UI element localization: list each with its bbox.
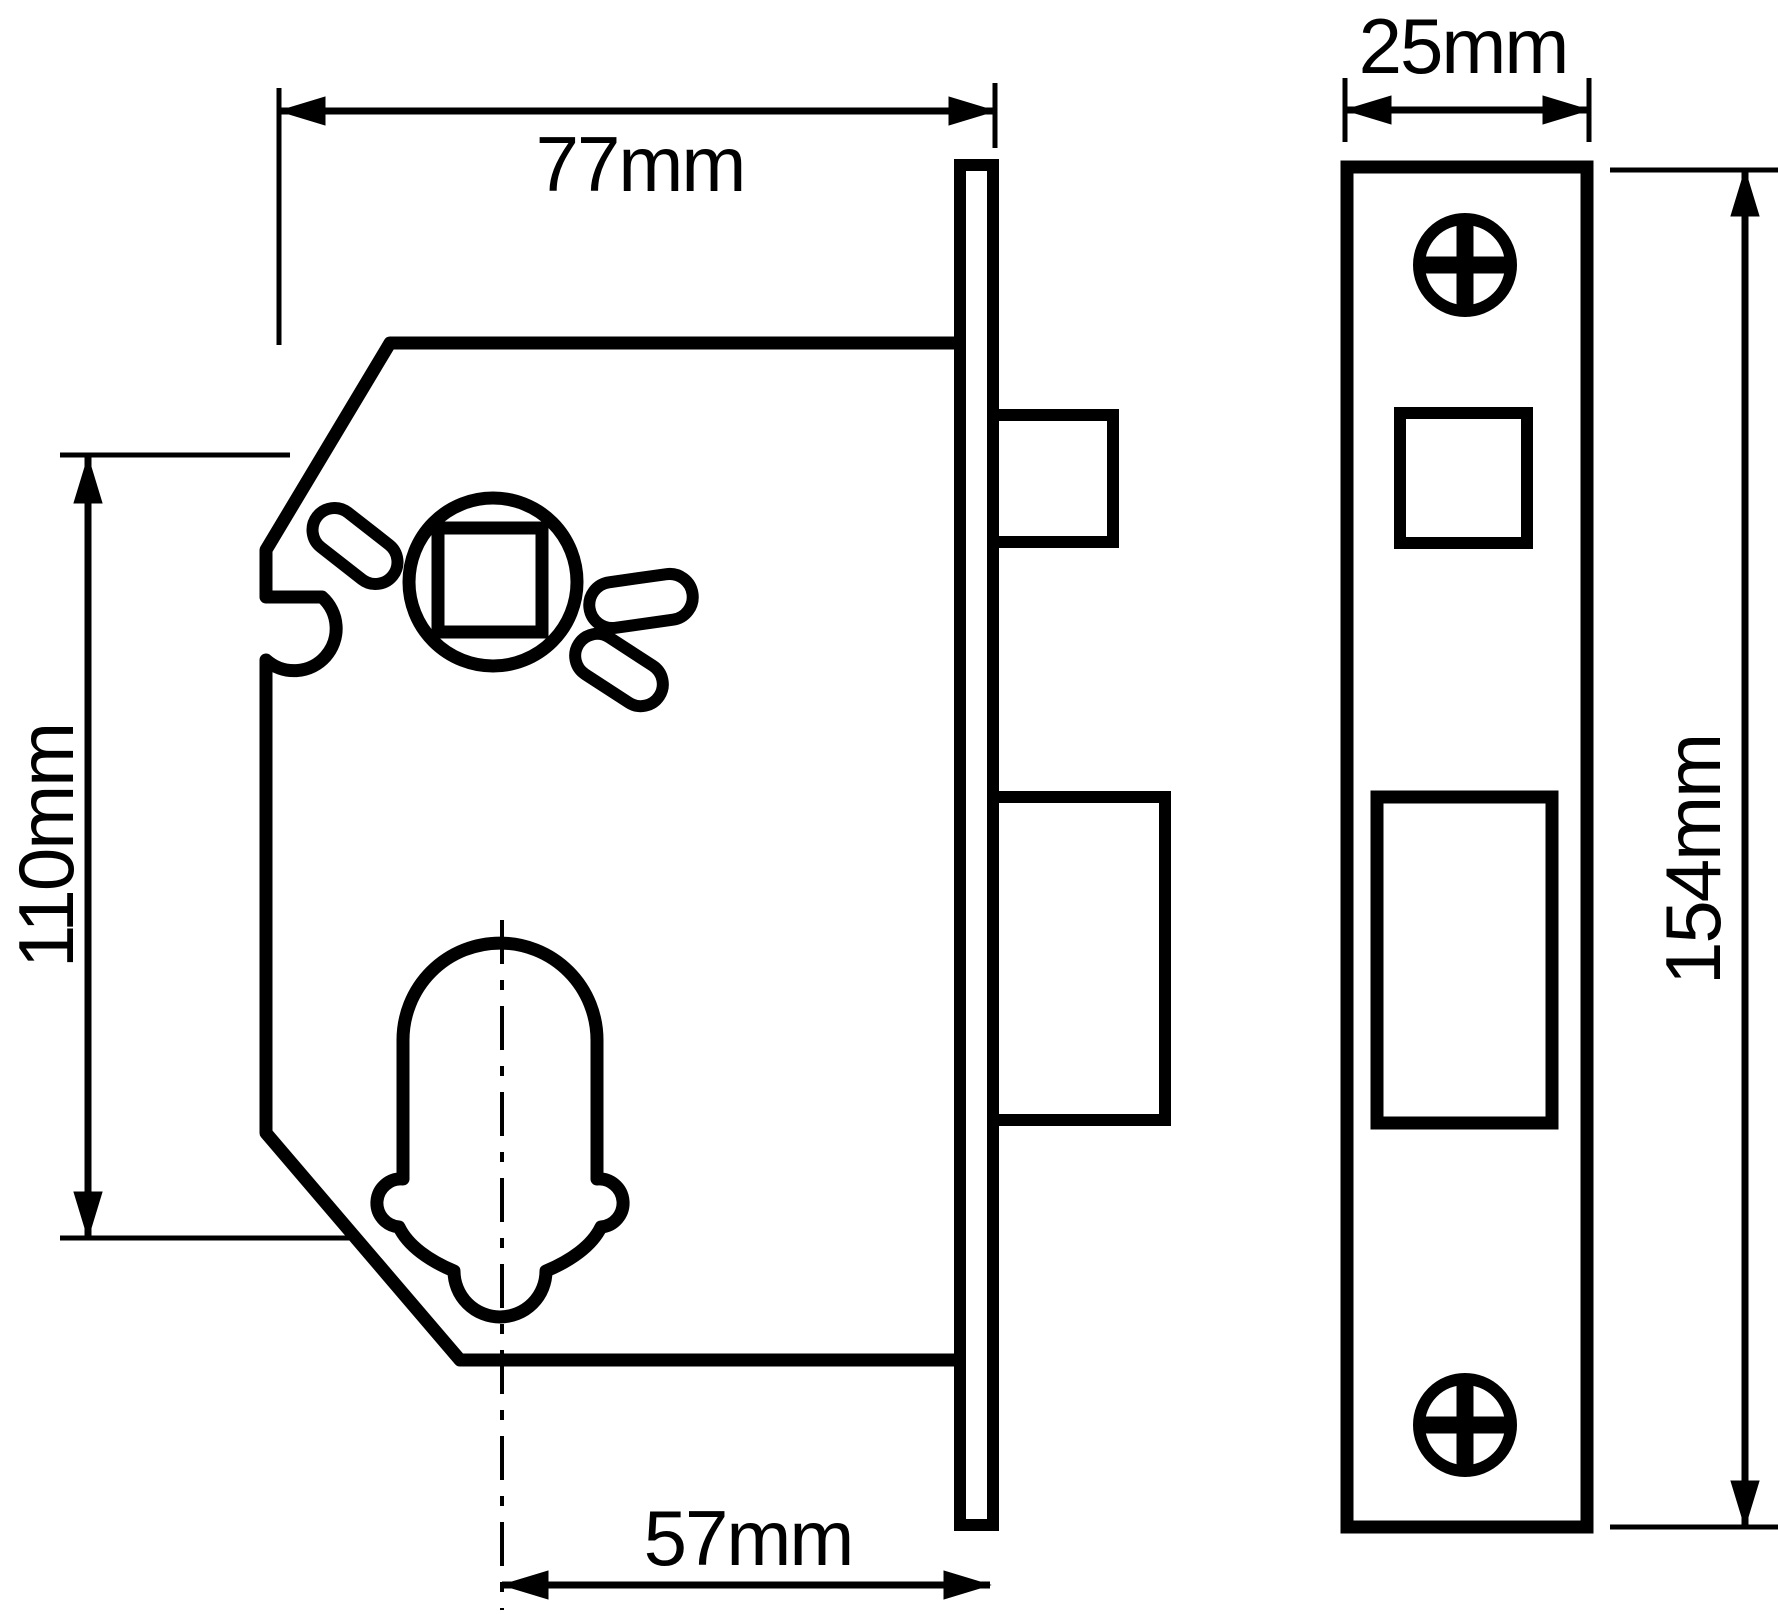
lock-case-body-outline	[259, 336, 960, 1367]
phillips-screw-bottom-icon	[1413, 1373, 1517, 1477]
arrowhead-down-icon	[73, 1191, 103, 1240]
side-view	[259, 159, 1171, 1610]
spindle-square-hole	[431, 521, 549, 639]
spindle-follower-circle	[402, 491, 584, 673]
deadbolt-rect-cutout	[1370, 790, 1559, 1130]
arrowhead-right-icon	[943, 1570, 992, 1600]
dim-label-case-width: 77mm	[535, 120, 747, 208]
front-view	[1340, 160, 1594, 1534]
arrowhead-right-icon	[948, 96, 997, 126]
dim-label-faceplate-height: 154mm	[1649, 734, 1737, 986]
dim-label-faceplate-width: 25mm	[1358, 2, 1570, 90]
phillips-screw-top-icon	[1413, 213, 1517, 317]
arrowhead-up-icon	[73, 455, 103, 504]
dim-case-height	[60, 452, 357, 1241]
dim-case-width	[276, 83, 998, 345]
arrowhead-left-icon	[277, 96, 326, 126]
keyhole-bell-cutout	[370, 936, 630, 1324]
dim-label-backset: 57mm	[643, 1494, 855, 1582]
dim-backset	[500, 1570, 992, 1600]
arrowhead-up-icon	[1730, 168, 1760, 217]
latch-bolt	[987, 409, 1119, 548]
dim-faceplate-height	[1610, 167, 1778, 1530]
dim-faceplate-width	[1342, 78, 1592, 142]
deadbolt	[987, 791, 1171, 1126]
arrowhead-left-icon	[1343, 95, 1392, 125]
latch-square-cutout	[1394, 407, 1533, 549]
fixing-slot-upper-left-icon	[306, 501, 404, 591]
arrowhead-left-icon	[500, 1570, 549, 1600]
dimension-linework	[60, 78, 1778, 1600]
fixing-slot-lower-right-icon	[569, 627, 669, 713]
arrowhead-right-icon	[1542, 95, 1591, 125]
dim-label-case-height: 110mm	[2, 723, 90, 969]
arrowhead-down-icon	[1730, 1480, 1760, 1529]
fixing-slot-right-icon	[583, 567, 699, 635]
